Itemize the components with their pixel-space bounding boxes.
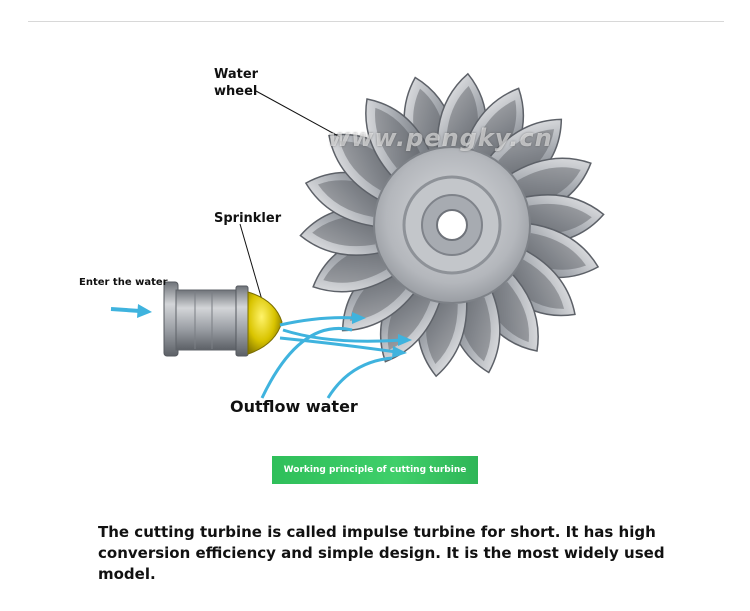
outflow-water-label: Outflow water — [230, 397, 358, 416]
description-text: The cutting turbine is called impulse tu… — [98, 523, 665, 583]
enter-water-label: Enter the water — [79, 277, 168, 288]
water-wheel-label-line2: wheel — [214, 84, 258, 99]
watermark: www.pengky.cn — [328, 124, 553, 152]
top-divider — [28, 21, 724, 22]
water-wheel-label: Water wheel — [214, 66, 274, 100]
water-wheel — [299, 72, 605, 378]
inlet-arrow — [110, 304, 152, 318]
sprinkler-assembly — [163, 281, 283, 357]
water-wheel-pointer — [255, 90, 341, 138]
outlet-flange — [235, 285, 249, 357]
water-wheel-label-line1: Water — [214, 67, 259, 82]
caption-badge: Working principle of cutting turbine — [272, 456, 478, 484]
pipe-body — [175, 289, 239, 351]
wheel-buckets — [299, 72, 605, 378]
shaft-hole — [436, 209, 468, 241]
sprinkler-pointer — [239, 223, 263, 301]
water-jets — [260, 312, 412, 399]
nozzle-cone — [247, 291, 283, 355]
sprinkler-label: Sprinkler — [214, 211, 282, 226]
